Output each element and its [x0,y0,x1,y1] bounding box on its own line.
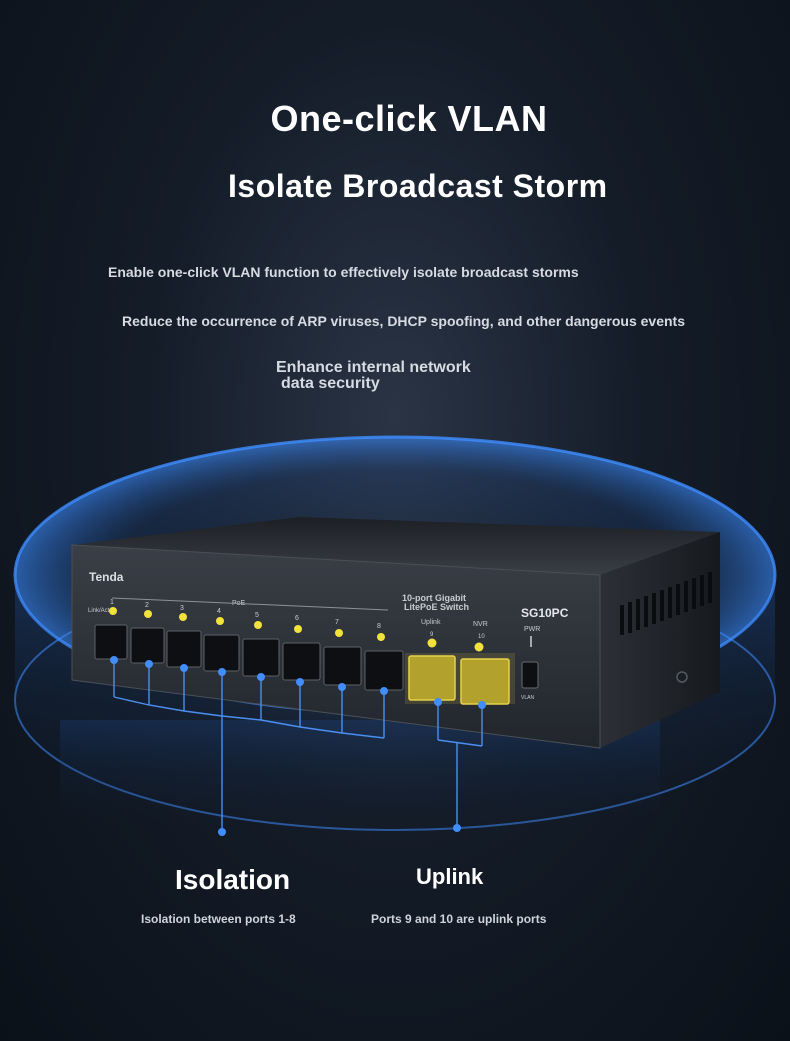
isolation-lines [113,660,385,832]
uplink-port-9 [408,655,456,701]
nvr-label: NVR [473,621,488,628]
vlan-label: VLAN [521,695,534,701]
page-subtitle: Isolate Broadcast Storm [228,168,608,204]
port-num-3: 3 [180,605,184,612]
isolation-description: Isolation between ports 1-8 [141,912,296,926]
vlan-switch [521,661,539,689]
feature-line-2: Reduce the occurrence of ARP viruses, DH… [122,313,685,329]
switch-top [72,517,720,575]
uplink-lines [437,702,483,828]
feature-line-3: Enhance internal network data security [276,360,536,392]
port-num-6: 6 [295,615,299,622]
uplink-title: Uplink [416,864,484,889]
port-num-8: 8 [377,623,381,630]
port-num-1: 1 [110,599,114,606]
link-act-label: Link/Act [88,608,110,614]
isolation-title: Isolation [175,864,291,895]
uplink-port-number-labels: 9 10 [430,632,485,640]
product-text-2: LitePoE Switch [404,602,469,612]
port-num-10: 10 [478,634,485,640]
port-num-4: 4 [217,608,221,615]
port-num-2: 2 [145,602,149,609]
model-label: SG10PC [521,606,569,620]
ethernet-ports [94,624,404,691]
port-num-7: 7 [335,619,339,626]
uplink-description: Ports 9 and 10 are uplink ports [371,912,547,926]
uplink-label: Uplink [421,619,441,626]
feature-line-1: Enable one-click VLAN function to effect… [108,264,579,280]
uplink-endpoint [453,824,461,832]
port-num-9: 9 [430,632,434,638]
pwr-label: PWR [524,626,540,633]
side-screw [676,671,688,683]
product-text-1: 10-port Gigabit [402,593,466,603]
uplink-port-10 [460,658,510,705]
page-title: One-click VLAN [270,98,548,139]
poe-leds [109,607,484,652]
poe-bracket [111,597,389,611]
brand-label: Tenda [89,570,124,584]
port-number-labels: 1 2 3 4 5 6 7 8 [110,599,381,630]
feature-line-3b: data security [281,375,380,392]
isolation-endpoint [218,828,226,836]
port-num-5: 5 [255,612,259,619]
switch-side [600,532,720,748]
side-vents [620,572,712,635]
feature-line-3a: Enhance internal network [276,359,471,376]
